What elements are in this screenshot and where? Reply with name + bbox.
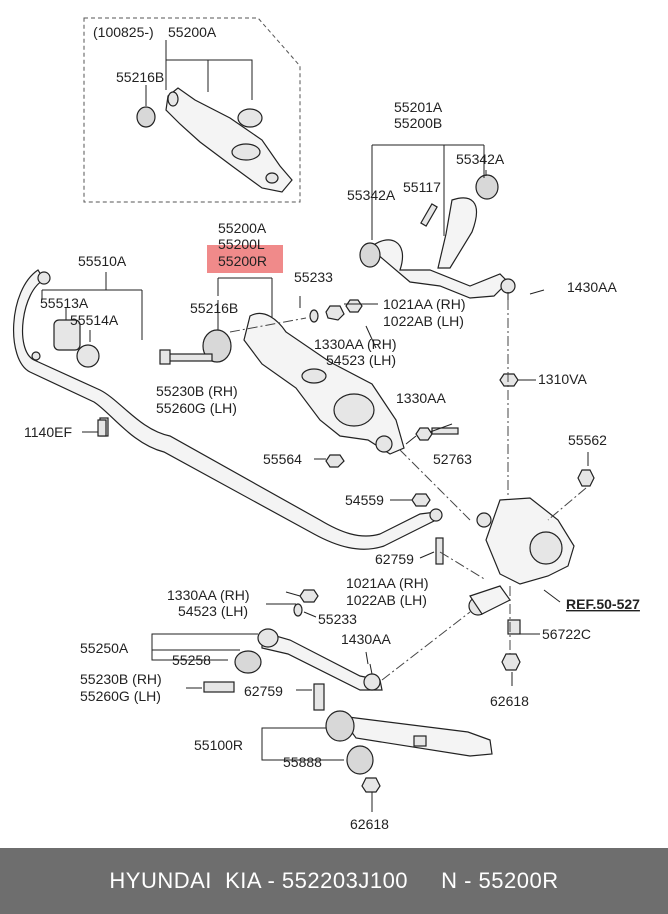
label-55258: 55258 xyxy=(172,652,211,668)
label-55100R: 55100R xyxy=(194,737,243,753)
label-62618-bottom: 62618 xyxy=(350,816,389,832)
footer-text: HYUNDAI KIA - 552203J100 N - 55200R xyxy=(109,868,559,893)
label-1140EF: 1140EF xyxy=(24,424,72,440)
label-55514A: 55514A xyxy=(70,312,119,328)
label-1330AA-rh: 1330AA (RH) xyxy=(314,336,396,352)
label-100825: (100825-) xyxy=(93,24,154,40)
center-lines xyxy=(229,300,587,681)
label-1430AA-low: 1430AA xyxy=(341,631,391,647)
label-55200L: 55200L xyxy=(218,236,265,252)
parts-diagram: (100825-) 55200A 55216B 55201A 55200B 55… xyxy=(13,17,640,832)
label-55888: 55888 xyxy=(283,754,322,770)
label-55216B-mid: 55216B xyxy=(190,300,238,316)
label-55564: 55564 xyxy=(263,451,302,467)
lower-control-arm xyxy=(202,312,405,455)
inset-arm-part xyxy=(136,87,293,193)
label-55216B-top: 55216B xyxy=(116,69,164,85)
label-55342A-right: 55342A xyxy=(456,151,505,167)
label-62618-right: 62618 xyxy=(490,693,529,709)
label-55200A-top: 55200A xyxy=(168,24,217,40)
label-62759-top: 62759 xyxy=(375,551,414,567)
label-1022AB-top: 1022AB (LH) xyxy=(383,313,464,329)
label-55200B: 55200B xyxy=(394,115,442,131)
label-55513A: 55513A xyxy=(40,295,89,311)
label-1021AA-top: 1021AA (RH) xyxy=(383,296,465,312)
label-52763: 52763 xyxy=(433,451,472,467)
label-55230B-top: 55230B (RH) xyxy=(156,383,238,399)
label-1330AA-mid: 1330AA xyxy=(396,390,446,406)
label-55230B-low: 55230B (RH) xyxy=(80,671,162,687)
label-54523-lh: 54523 (LH) xyxy=(326,352,396,368)
label-55260G-low: 55260G (LH) xyxy=(80,688,161,704)
label-56722C: 56722C xyxy=(542,626,591,642)
label-55233-top: 55233 xyxy=(294,269,333,285)
label-54523-low: 54523 (LH) xyxy=(178,603,248,619)
label-54559: 54559 xyxy=(345,492,384,508)
label-1330AA-low: 1330AA (RH) xyxy=(167,587,249,603)
highlight-box xyxy=(207,245,283,273)
label-55510A: 55510A xyxy=(78,253,127,269)
label-55562: 55562 xyxy=(568,432,607,448)
callout-labels: (100825-) 55200A 55216B 55201A 55200B 55… xyxy=(24,24,640,832)
label-ref-50-527: REF.50-527 xyxy=(566,596,640,612)
label-1021AA-low: 1021AA (RH) xyxy=(346,575,428,591)
footer-bar: HYUNDAI KIA - 552203J100 N - 55200R xyxy=(0,848,668,914)
label-55117: 55117 xyxy=(403,179,441,195)
label-55342A-left: 55342A xyxy=(347,187,396,203)
trailing-link xyxy=(325,710,493,775)
label-1310VA: 1310VA xyxy=(538,371,587,387)
toe-link xyxy=(234,628,383,691)
label-55250A: 55250A xyxy=(80,640,129,656)
label-55200A-mid: 55200A xyxy=(218,220,267,236)
label-62759-low: 62759 xyxy=(244,683,283,699)
upper-control-arm xyxy=(359,174,516,304)
leader-lines xyxy=(82,296,589,812)
label-1430AA-top: 1430AA xyxy=(567,279,617,295)
label-55233-low: 55233 xyxy=(318,611,357,627)
label-55200R: 55200R xyxy=(218,253,267,269)
knuckle xyxy=(468,497,575,616)
label-55260G-top: 55260G (LH) xyxy=(156,400,237,416)
label-55201A: 55201A xyxy=(394,99,443,115)
label-1022AB-low: 1022AB (LH) xyxy=(346,592,427,608)
